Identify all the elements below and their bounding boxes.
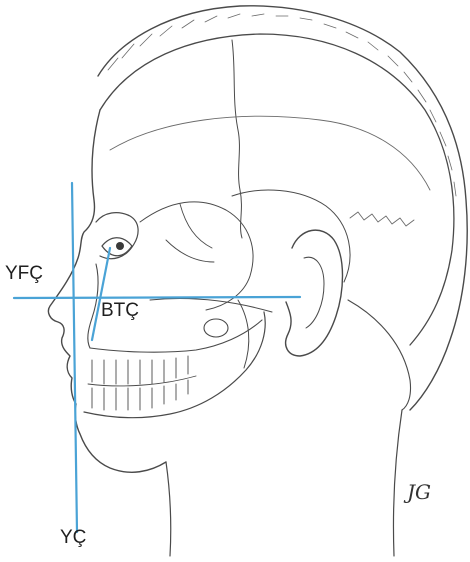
- eye-pupil: [116, 242, 124, 250]
- mastoid-outline: [232, 190, 350, 282]
- hair-strokes: [108, 14, 456, 196]
- horizontal-reference-line: [14, 297, 300, 298]
- label-yfc: YFÇ: [5, 264, 43, 283]
- eye-orbit: [96, 213, 138, 259]
- mandible: [84, 312, 265, 418]
- temporal-line: [110, 116, 430, 190]
- ear-outline: [286, 230, 343, 356]
- coronal-suture: [232, 40, 242, 238]
- head-outline: [98, 6, 467, 410]
- label-yc: YÇ: [60, 528, 86, 547]
- lambdoid-suture: [350, 212, 414, 226]
- zygomatic-arch: [150, 299, 272, 313]
- occipital-outline: [348, 300, 411, 410]
- artist-signature: JG: [407, 480, 431, 504]
- vertical-reference-line: [72, 183, 77, 532]
- greater-wing-sphenoid: [166, 204, 214, 262]
- neck-outline: [166, 410, 402, 556]
- label-btc: BTÇ: [101, 301, 139, 320]
- zygomatic-region: [140, 202, 253, 310]
- ear-inner: [304, 257, 324, 328]
- oblique-reference-line: [92, 248, 110, 340]
- upper-teeth: [88, 356, 196, 386]
- lower-teeth: [92, 380, 188, 410]
- maxilla: [90, 320, 262, 352]
- face-profile: [48, 110, 166, 472]
- condyle: [204, 319, 228, 337]
